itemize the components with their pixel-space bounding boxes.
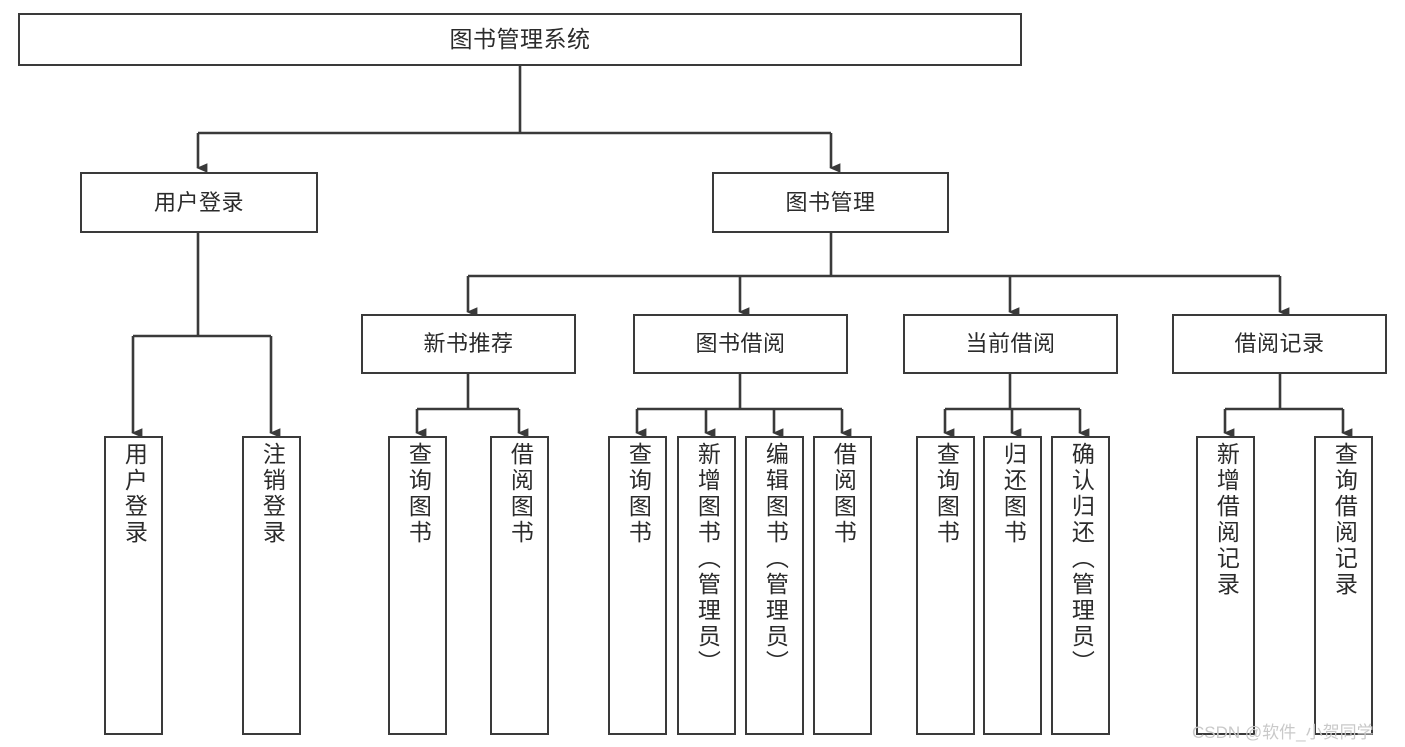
leaf-book-borrow-add-book[interactable]: 新增图书（管理员） bbox=[677, 436, 736, 735]
leaf-current-borrow-return-book[interactable]: 归还图书 bbox=[983, 436, 1042, 735]
node-book-management-label: 图书管理 bbox=[785, 189, 876, 215]
leaf-user-login-logout[interactable]: 注销登录 bbox=[242, 436, 301, 735]
leaf-book-borrow-borrow-book-label: 借阅图书 bbox=[830, 442, 857, 546]
leaf-user-login-login[interactable]: 用户登录 bbox=[104, 436, 163, 735]
leaf-borrow-record-add-record[interactable]: 新增借阅记录 bbox=[1196, 436, 1255, 735]
leaf-new-book-borrow-book[interactable]: 借阅图书 bbox=[490, 436, 549, 735]
leaf-borrow-record-query-record[interactable]: 查询借阅记录 bbox=[1314, 436, 1373, 735]
node-current-borrow-label: 当前借阅 bbox=[965, 331, 1056, 357]
leaf-current-borrow-query-book[interactable]: 查询图书 bbox=[916, 436, 975, 735]
leaf-book-borrow-query-book[interactable]: 查询图书 bbox=[608, 436, 667, 735]
leaf-user-login-logout-label: 注销登录 bbox=[259, 442, 286, 546]
leaf-borrow-record-query-record-label: 查询借阅记录 bbox=[1331, 442, 1358, 598]
leaf-book-borrow-edit-book-label: 编辑图书（管理员） bbox=[762, 442, 789, 676]
leaf-new-book-query-book[interactable]: 查询图书 bbox=[388, 436, 447, 735]
node-current-borrow[interactable]: 当前借阅 bbox=[903, 314, 1118, 374]
node-root-book-management-system[interactable]: 图书管理系统 bbox=[18, 13, 1022, 66]
node-user-login[interactable]: 用户登录 bbox=[80, 172, 318, 233]
node-borrow-record[interactable]: 借阅记录 bbox=[1172, 314, 1387, 374]
node-root-label: 图书管理系统 bbox=[449, 25, 591, 52]
leaf-current-borrow-confirm-return[interactable]: 确认归还（管理员） bbox=[1051, 436, 1110, 735]
leaf-user-login-login-label: 用户登录 bbox=[121, 442, 148, 546]
node-book-borrow[interactable]: 图书借阅 bbox=[633, 314, 848, 374]
csdn-watermark: CSDN @软件_小贺同学 bbox=[1192, 723, 1374, 742]
node-book-management[interactable]: 图书管理 bbox=[712, 172, 949, 233]
node-new-book-recommend[interactable]: 新书推荐 bbox=[361, 314, 576, 374]
leaf-borrow-record-add-record-label: 新增借阅记录 bbox=[1213, 442, 1240, 598]
leaf-book-borrow-query-book-label: 查询图书 bbox=[625, 442, 652, 546]
leaf-book-borrow-add-book-label: 新增图书（管理员） bbox=[694, 442, 721, 676]
leaf-current-borrow-confirm-return-label: 确认归还（管理员） bbox=[1068, 442, 1095, 676]
node-book-borrow-label: 图书借阅 bbox=[695, 331, 786, 357]
leaf-book-borrow-borrow-book[interactable]: 借阅图书 bbox=[813, 436, 872, 735]
leaf-current-borrow-query-book-label: 查询图书 bbox=[933, 442, 960, 546]
node-borrow-record-label: 借阅记录 bbox=[1234, 331, 1325, 357]
node-user-login-label: 用户登录 bbox=[153, 189, 244, 215]
leaf-new-book-borrow-book-label: 借阅图书 bbox=[507, 442, 534, 546]
leaf-current-borrow-return-book-label: 归还图书 bbox=[1000, 442, 1027, 546]
leaf-book-borrow-edit-book[interactable]: 编辑图书（管理员） bbox=[745, 436, 804, 735]
leaf-new-book-query-book-label: 查询图书 bbox=[405, 442, 432, 546]
node-new-book-recommend-label: 新书推荐 bbox=[423, 331, 514, 357]
